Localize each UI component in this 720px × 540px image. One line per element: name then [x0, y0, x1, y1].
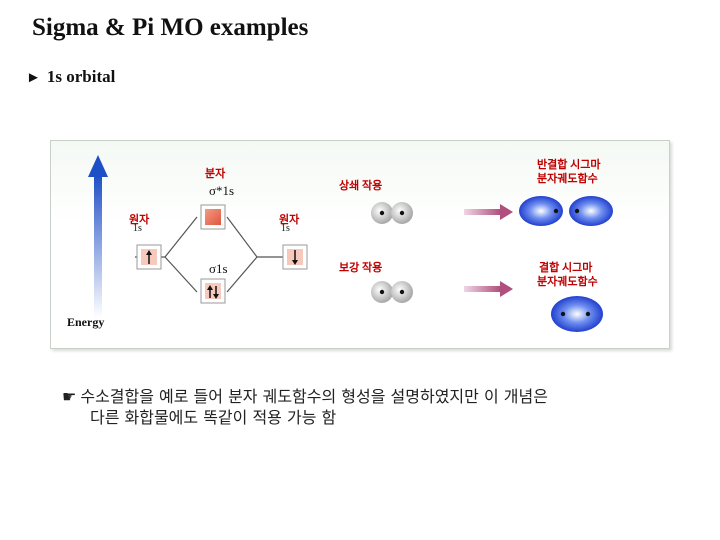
right-atom-orbital-box [282, 244, 308, 270]
right-atom-label: 원자 [279, 214, 300, 226]
arrow-to-antibonding [464, 204, 513, 220]
section-subtitle: ► 1s orbital [26, 67, 115, 87]
antibonding-desc-line1: 반결합 시그마 [537, 159, 601, 171]
right-atom-orbital-label: 1s [281, 223, 290, 234]
mo-diagram [88, 155, 613, 332]
left-atom-orbital-label: 1s [133, 223, 142, 234]
bonding-mo-label: σ1s [209, 261, 228, 276]
destructive-atom-pair [371, 202, 413, 224]
subtitle-text: 1s orbital [46, 67, 116, 86]
antibonding-mo-shape [519, 196, 613, 226]
explanation-note: ☛수소결합을 예로 들어 분자 궤도함수의 형성을 설명하였지만 이 개념은 다… [62, 386, 702, 428]
bonding-desc-line2: 분자궤도함수 [537, 276, 598, 288]
left-atom-orbital-box [136, 244, 162, 270]
note-line-1: 수소결합을 예로 들어 분자 궤도함수의 형성을 설명하였지만 이 개념은 [80, 387, 548, 406]
bonding-orbital-box [200, 278, 226, 304]
energy-axis-arrow [88, 155, 108, 318]
bonding-desc-line1: 결합 시그마 [539, 262, 593, 274]
antibonding-mo-label: σ*1s [209, 183, 235, 198]
arrow-to-bonding [464, 281, 513, 297]
note-line-2: 다른 화합물에도 똑같이 적용 가능 함 [90, 408, 337, 427]
pointing-hand-icon: ☛ [62, 387, 77, 406]
bonding-mo-shape [551, 296, 603, 332]
left-atom-label: 원자 [129, 214, 150, 226]
antibonding-desc-line2: 분자궤도함수 [537, 173, 598, 185]
molecule-label: 분자 [205, 168, 226, 180]
mo-diagram-panel: 분자 σ*1s 원자 1s 원자 1s σ1s 상쇄 작용 보강 작용 반결합 … [50, 140, 670, 349]
constructive-interaction-label: 보강 작용 [339, 262, 383, 274]
play-bullet-icon: ► [26, 70, 41, 86]
destructive-interaction-label: 상쇄 작용 [339, 180, 383, 192]
antibonding-orbital-box [200, 204, 226, 230]
constructive-atom-pair [371, 281, 413, 303]
page-title: Sigma & Pi MO examples [32, 14, 309, 41]
energy-axis-label: Energy [67, 315, 105, 329]
